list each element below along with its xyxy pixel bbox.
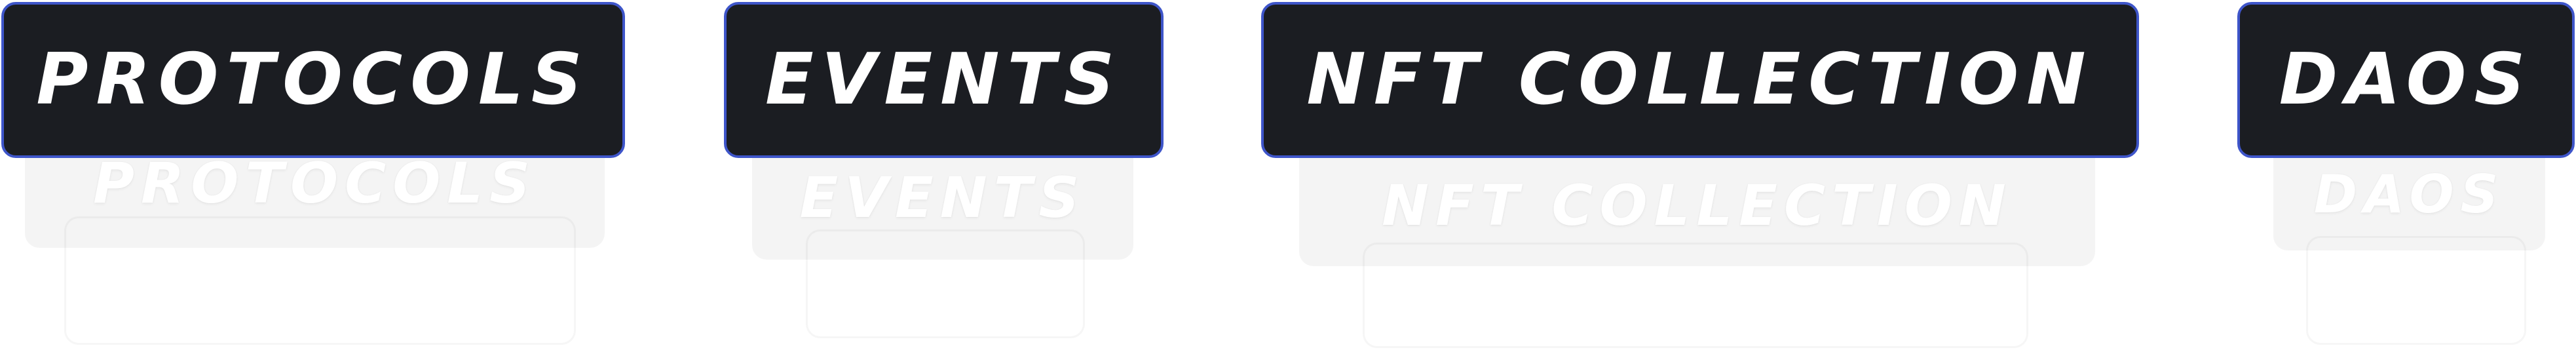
nft-collection-ghost-label: NFT COLLECTION — [1382, 173, 2013, 239]
protocols-ghost-label: PROTOCOLS — [92, 151, 537, 216]
nft-collection-ghost-back — [1363, 243, 2028, 348]
tab-nft-collection-label: NFT COLLECTION — [1306, 39, 2094, 121]
tab-protocols[interactable]: PROTOCOLS — [1, 2, 625, 158]
daos-ghost-label: DAOS — [2313, 164, 2505, 225]
daos-ghost-back — [2306, 236, 2526, 345]
tab-protocols-label: PROTOCOLS — [36, 39, 590, 121]
tab-events-label: EVENTS — [765, 39, 1122, 121]
events-ghost-label: EVENTS — [799, 165, 1086, 231]
tab-events[interactable]: EVENTS — [724, 2, 1164, 158]
tab-daos-label: DAOS — [2279, 39, 2533, 121]
tab-nft-collection[interactable]: NFT COLLECTION — [1261, 2, 2139, 158]
protocols-ghost-back — [64, 216, 576, 345]
events-ghost-back — [806, 229, 1085, 338]
nft-collection-ghost-card: NFT COLLECTION — [1299, 138, 2095, 266]
tab-daos[interactable]: DAOS — [2237, 2, 2575, 158]
